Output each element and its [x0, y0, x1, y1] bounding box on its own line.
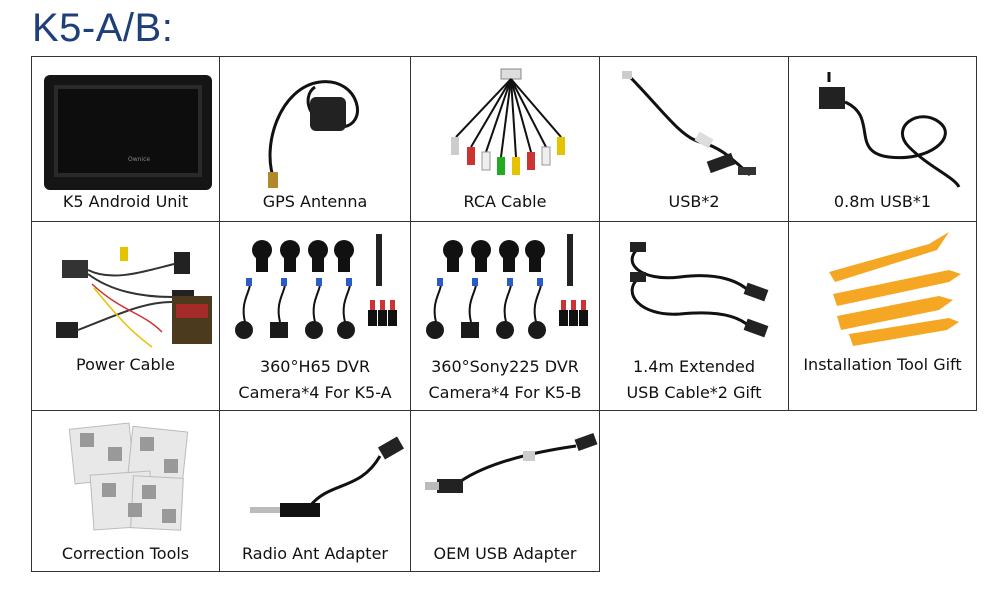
item-label-line2: USB Cable*2 Gift: [626, 383, 762, 402]
power-cable-icon: [56, 247, 212, 348]
pry-tool-icon: [829, 232, 961, 346]
dvr-camera-icon: [235, 234, 397, 339]
item-usb-extension: 1.4m Extended USB Cable*2 Gift: [599, 221, 789, 411]
item-radio-adapter: Radio Ant Adapter: [219, 410, 411, 572]
item-label: 1.4m Extended: [632, 357, 756, 376]
item-label: GPS Antenna: [262, 192, 368, 211]
item-label: Installation Tool Gift: [803, 355, 962, 374]
rca-cable-icon: [451, 68, 565, 175]
item-label: OEM USB Adapter: [433, 544, 577, 563]
item-label: RCA Cable: [463, 192, 547, 211]
item-usb-08m: 0.8m USB*1: [788, 56, 977, 222]
item-label: Radio Ant Adapter: [242, 544, 388, 563]
item-usb-2: USB*2: [599, 56, 789, 222]
dvr-camera-icon: [426, 234, 588, 339]
item-label: Power Cable: [76, 355, 175, 374]
gps-antenna-icon: [268, 80, 359, 188]
item-label: USB*2: [668, 192, 720, 211]
item-gps-antenna: GPS Antenna: [219, 56, 411, 222]
item-android-unit: Ownice K5 Android Unit: [31, 56, 220, 222]
item-label: K5 Android Unit: [62, 192, 189, 211]
usb-extension-icon: [630, 242, 769, 338]
usb-cable-icon: [819, 72, 961, 188]
item-label: Correction Tools: [61, 544, 190, 563]
usb-cable-icon: [622, 71, 756, 177]
item-power-cable: Power Cable: [31, 221, 220, 411]
item-correction-tools: Correction Tools: [31, 410, 220, 572]
item-dvr-camera-a: 360°H65 DVR Camera*4 For K5-A: [219, 221, 411, 411]
item-label-line2: Camera*4 For K5-A: [238, 383, 392, 402]
item-label: 0.8m USB*1: [833, 192, 932, 211]
android-unit-icon: Ownice: [44, 75, 212, 190]
item-label: 360°H65 DVR: [259, 357, 371, 376]
item-label-line2: Camera*4 For K5-B: [428, 383, 582, 402]
item-rca-cable: RCA Cable: [410, 56, 600, 222]
item-label: 360°Sony225 DVR: [431, 357, 579, 376]
calibration-cloth-icon: [68, 422, 189, 531]
item-oem-usb-adapter: OEM USB Adapter: [410, 410, 600, 572]
radio-adapter-icon: [250, 436, 405, 517]
item-pry-tool: Installation Tool Gift: [788, 221, 977, 411]
item-dvr-camera-b: 360°Sony225 DVR Camera*4 For K5-B: [410, 221, 600, 411]
page-title: K5-A/B:: [32, 6, 174, 50]
oem-usb-adapter-icon: [425, 432, 598, 493]
svg-text:Ownice: Ownice: [128, 156, 150, 163]
